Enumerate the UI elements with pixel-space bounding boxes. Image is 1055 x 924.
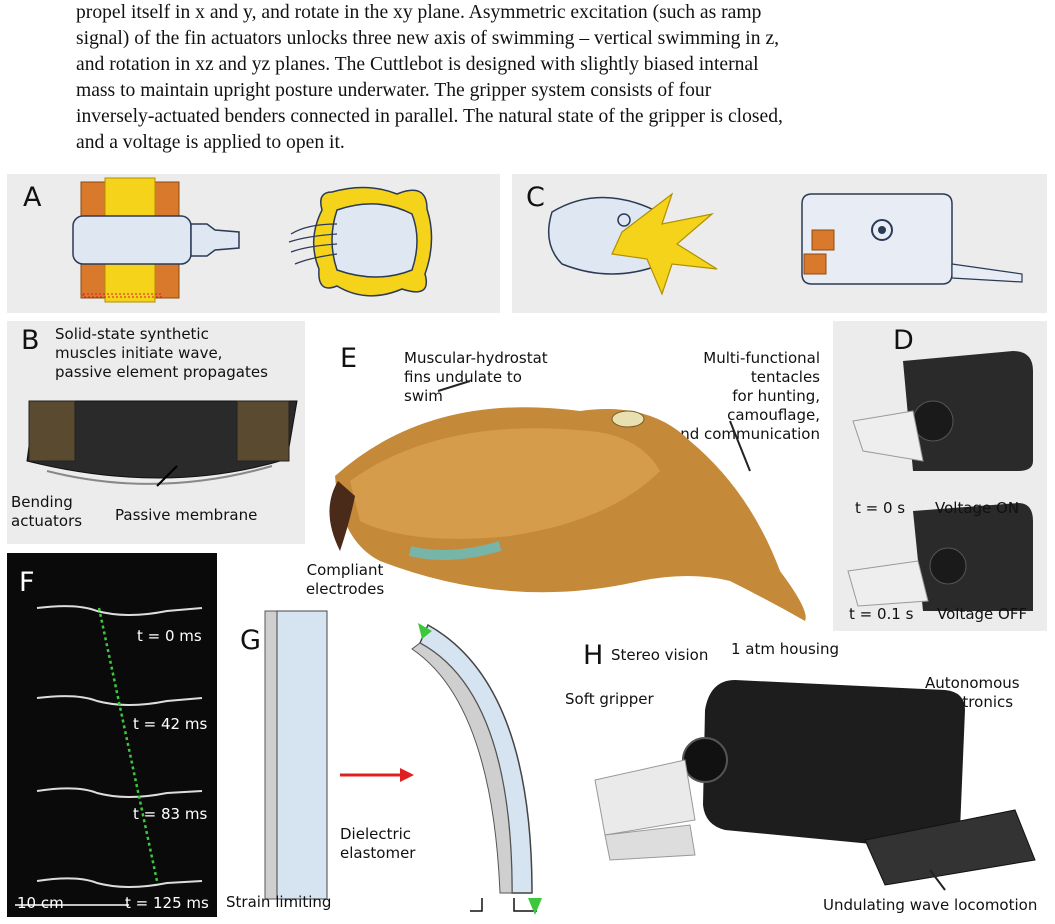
para-line-5: inversely-actuated benders connected in … <box>76 106 783 127</box>
synthetic-muscles-line-1: Solid-state synthetic <box>55 325 209 343</box>
gripper-photos <box>847 351 1033 611</box>
robot-top-view-illustration <box>72 177 433 303</box>
panel-e: E Muscular-hydrostat fins undulate to sw… <box>310 321 830 631</box>
t1-label: t = 0.1 s <box>849 605 914 623</box>
fins-line-1: Muscular-hydrostat <box>404 349 548 367</box>
dielectric-label: Dielectric elastomer <box>340 825 415 863</box>
electrodes-line-2: electrodes <box>305 580 385 598</box>
fins-label: Muscular-hydrostat fins undulate to swim <box>404 349 548 406</box>
fins-line-2: fins undulate to <box>404 368 522 386</box>
panel-h-letter: H <box>583 640 604 671</box>
panel-e-letter: E <box>340 343 358 374</box>
time-125-label: t = 125 ms <box>125 894 209 912</box>
panel-g: G Compliant electrodes Dielectric elasto… <box>222 553 562 917</box>
soft-gripper-label: Soft gripper <box>565 690 654 708</box>
fin-actuator-photo <box>26 400 298 487</box>
time-0-label: t = 0 ms <box>137 627 202 645</box>
voltage-off-label: Voltage OFF <box>937 605 1028 623</box>
bending-actuators-label: Bending actuators <box>11 493 82 531</box>
cuttlebot-photo <box>594 680 1036 891</box>
autonomous-line-1: Autonomous <box>925 674 1020 692</box>
strain-limiting-label: Strain limiting <box>226 893 332 911</box>
fins-line-3: swim <box>404 387 443 405</box>
panel-f: F t = 0 ms t = 42 ms t = 83 ms t = 125 m… <box>7 553 217 917</box>
actuator-diagram <box>264 610 542 915</box>
para-line-1: propel itself in x and y, and rotate in … <box>76 2 762 23</box>
scale-bar-label: 10 cm <box>17 894 64 912</box>
panel-h: H Stereo vision 1 atm housing Autonomous… <box>565 640 1050 920</box>
voltage-on-label: Voltage ON <box>935 499 1020 517</box>
intro-paragraph: propel itself in x and y, and rotate in … <box>76 0 1036 156</box>
synthetic-muscles-line-2: muscles initiate wave, <box>55 344 223 362</box>
panel-d: D t = 0 s Voltage ON t = 0.1 s Voltage O… <box>833 321 1047 631</box>
bending-line-1: Bending <box>11 493 73 511</box>
cuttlefish-photo <box>329 380 806 621</box>
wave-locomotion-label: Undulating wave locomotion <box>823 896 1038 914</box>
panel-a: A <box>7 174 500 313</box>
para-line-3: and rotation in xz and yz planes. The Cu… <box>76 54 759 75</box>
panel-a-letter: A <box>23 182 42 213</box>
bending-line-2: actuators <box>11 512 83 530</box>
panel-b: B Solid-state synthetic muscles initiate… <box>7 321 305 544</box>
dielectric-line-2: elastomer <box>340 844 416 862</box>
panel-g-letter: G <box>240 625 261 656</box>
para-line-4: mass to maintain upright posture underwa… <box>76 80 712 101</box>
para-line-6: and a voltage is applied to open it. <box>76 132 345 153</box>
compliant-electrodes-label: Compliant electrodes <box>290 561 400 599</box>
housing-label: 1 atm housing <box>731 640 839 658</box>
panel-c-letter: C <box>526 182 545 213</box>
tentacles-line-1: Multi-functional tentacles <box>703 349 820 386</box>
t0-label: t = 0 s <box>855 499 906 517</box>
tentacle-and-gripper-illustration <box>547 192 1023 296</box>
synthetic-muscles-line-3: passive element propagates <box>55 363 268 381</box>
tentacles-line-3: and communication <box>671 425 820 443</box>
panel-c: C <box>512 174 1047 313</box>
passive-membrane-label: Passive membrane <box>115 506 258 524</box>
panel-d-letter: D <box>893 325 914 356</box>
tentacles-label: Multi-functional tentacles for hunting, … <box>640 349 820 444</box>
panel-b-letter: B <box>21 325 40 356</box>
wave-snapshots <box>15 605 203 906</box>
time-42-label: t = 42 ms <box>133 715 208 733</box>
stereo-vision-label: Stereo vision <box>611 646 709 664</box>
electrodes-line-1: Compliant <box>306 561 384 579</box>
dielectric-line-1: Dielectric <box>340 825 412 843</box>
para-line-2: signal) of the fin actuators unlocks thr… <box>76 28 780 49</box>
panel-f-letter: F <box>19 567 35 598</box>
tentacles-line-2: for hunting, camouflage, <box>727 387 820 424</box>
time-83-label: t = 83 ms <box>133 805 208 823</box>
synthetic-muscles-label: Solid-state synthetic muscles initiate w… <box>55 325 268 382</box>
